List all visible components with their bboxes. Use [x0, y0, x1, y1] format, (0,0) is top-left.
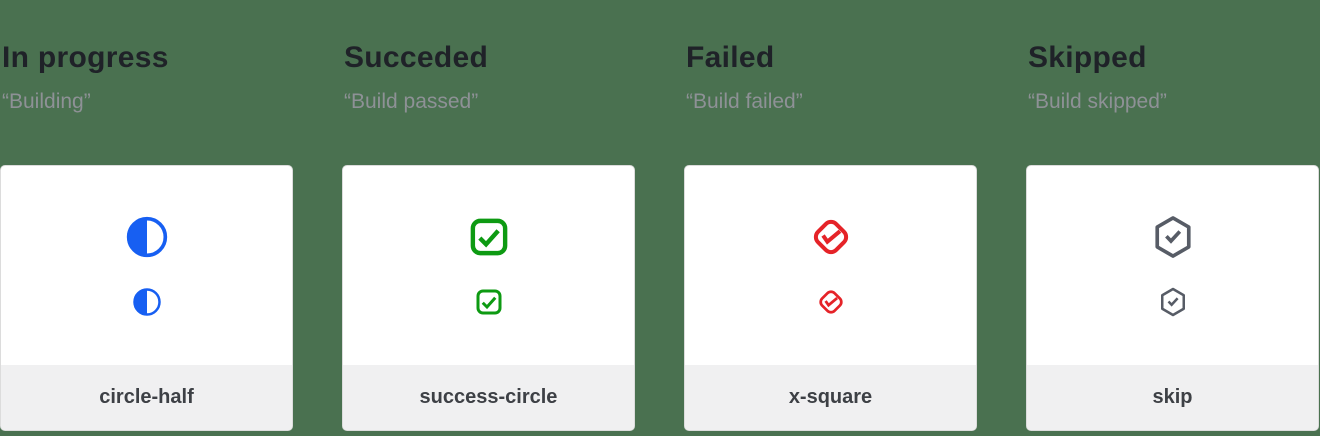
status-tooltip-text: “Build skipped” [1028, 90, 1167, 113]
icon-preview-area [1, 166, 292, 365]
icon-name-label: skip [1027, 365, 1318, 430]
icon-card: success-circle [342, 165, 635, 431]
status-column-failed: Failed “Build failed” x-square [684, 0, 977, 436]
circle-half-icon-small [132, 287, 162, 317]
status-title: In progress [2, 41, 169, 74]
check-square-icon-small [474, 287, 504, 317]
status-title: Skipped [1028, 41, 1147, 74]
icon-card: x-square [684, 165, 977, 431]
status-tooltip-text: “Build failed” [686, 90, 803, 113]
status-tooltip-text: “Build passed” [344, 90, 479, 113]
check-square-icon-large [467, 215, 511, 259]
icon-preview-area [1027, 166, 1318, 365]
icon-name-label: success-circle [343, 365, 634, 430]
icon-preview-area [343, 166, 634, 365]
icon-card: skip [1026, 165, 1319, 431]
status-title: Succeded [344, 41, 489, 74]
icon-name-label: circle-half [1, 365, 292, 430]
icon-preview-area [685, 166, 976, 365]
check-hexagon-icon-small [1158, 287, 1188, 317]
check-diamond-icon-large [809, 215, 853, 259]
icon-name-label: x-square [685, 365, 976, 430]
icon-card: circle-half [0, 165, 293, 431]
status-column-in-progress: In progress “Building” circle-half [0, 0, 293, 436]
check-hexagon-icon-large [1151, 215, 1195, 259]
check-diamond-icon-small [816, 287, 846, 317]
status-column-skipped: Skipped “Build skipped” skip [1026, 0, 1319, 436]
circle-half-icon-large [125, 215, 169, 259]
status-title: Failed [686, 41, 775, 74]
status-column-succeded: Succeded “Build passed” success-circle [342, 0, 635, 436]
status-tooltip-text: “Building” [2, 90, 91, 113]
